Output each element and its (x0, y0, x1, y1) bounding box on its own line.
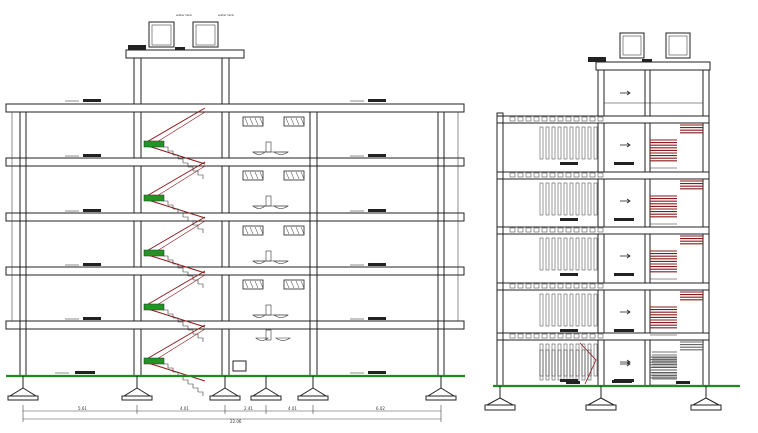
tank-label: water tank (176, 13, 192, 17)
tank-label-2: water tank (218, 13, 234, 17)
side-floor-slabs (496, 115, 710, 341)
side-roof-tanks (588, 32, 691, 62)
window (283, 225, 305, 236)
front-dimensions: 5.61 4.01 2.41 4.01 6.02 22.06 (22, 405, 442, 424)
toilet-fixture (252, 141, 289, 155)
staircase-flight (143, 216, 206, 288)
side-elevation (484, 32, 740, 411)
side-footings (484, 386, 722, 411)
dim-2: 4.01 (180, 406, 189, 411)
front-windows (242, 116, 305, 341)
staircase-flight (143, 107, 206, 179)
ground-toilet-fixture (255, 329, 291, 341)
window (283, 170, 305, 181)
front-columns (11, 111, 459, 377)
window (242, 279, 264, 290)
staircase-flight (143, 270, 206, 342)
front-floor-slabs (5, 103, 465, 330)
side-bay (539, 235, 703, 280)
front-staircases (143, 107, 206, 396)
window (242, 170, 264, 181)
toilet-fixture (252, 195, 289, 209)
toilet-fixture (252, 250, 289, 264)
staircase-flight (143, 161, 206, 233)
dim-1: 5.61 (78, 406, 87, 411)
window (242, 116, 264, 127)
dim-3: 2.41 (244, 406, 253, 411)
front-beam-markers (55, 99, 386, 374)
dim-4: 4.01 (288, 406, 297, 411)
window (283, 116, 305, 127)
side-bay (539, 124, 703, 169)
front-footings (7, 376, 457, 401)
toilet-fixture (252, 304, 289, 318)
side-details (539, 90, 703, 386)
window (283, 279, 305, 290)
front-elevation: water tank water tank (5, 13, 465, 424)
staircase-flight (143, 324, 206, 396)
dim-5: 6.02 (376, 406, 385, 411)
window (242, 225, 264, 236)
side-bay (539, 180, 703, 225)
roof-water-tanks: water tank water tank (128, 13, 234, 50)
side-bay (539, 291, 703, 336)
ground-fixture (232, 360, 247, 372)
side-bay (539, 341, 703, 386)
dim-overall: 22.06 (230, 419, 242, 424)
